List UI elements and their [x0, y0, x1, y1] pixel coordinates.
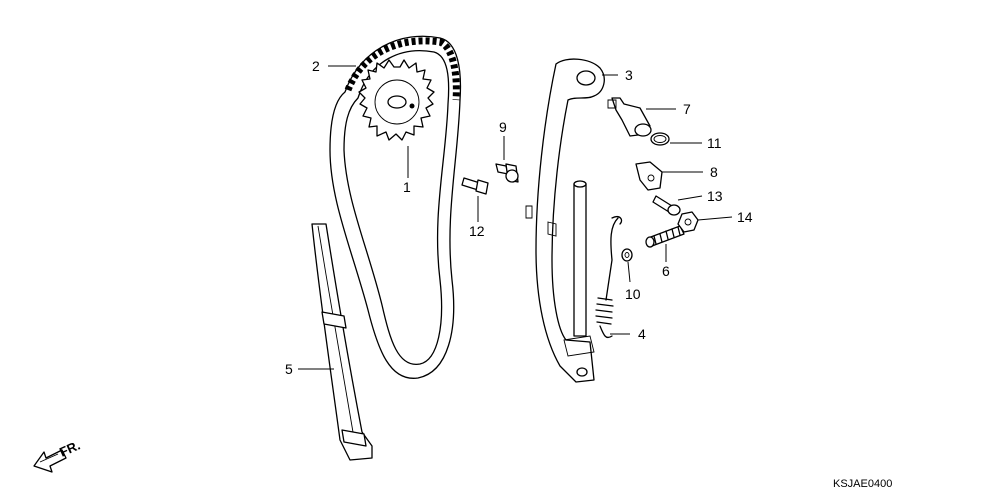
cam-sprocket-icon [358, 59, 435, 141]
callout-13: 13 [707, 188, 723, 204]
bolt-icon [461, 177, 489, 195]
cam-chain-icon [329, 35, 462, 379]
callout-3: 3 [625, 67, 633, 83]
diagram-reference-code: KSJAE0400 [833, 478, 892, 490]
front-marker-label: FR. [57, 438, 82, 460]
o-ring-icon [650, 132, 670, 146]
callout-6: 6 [662, 263, 670, 279]
tensioner-arm-icon [525, 58, 605, 383]
callout-8: 8 [710, 164, 718, 180]
tensioner-push-rod-icon [645, 225, 685, 248]
washer-icon [621, 248, 633, 262]
stopper-plate-icon [635, 161, 663, 191]
callout-4: 4 [638, 326, 646, 342]
callout-9: 9 [499, 119, 507, 135]
bolt-icon [495, 163, 519, 183]
tensioner-lifter-icon [607, 97, 652, 137]
callout-12: 12 [469, 223, 485, 239]
pivot-pin-icon [573, 180, 587, 337]
callout-11: 11 [707, 135, 722, 151]
tensioner-spring-icon [595, 216, 623, 339]
screw-icon [652, 195, 681, 216]
nut-icon [677, 211, 699, 233]
front-arrow-icon [33, 449, 67, 473]
leader-lines [298, 65, 733, 370]
callout-1: 1 [403, 179, 411, 195]
chain-guide-icon [311, 223, 373, 461]
callout-2: 2 [312, 58, 320, 74]
callout-14: 14 [737, 209, 753, 225]
callout-10: 10 [625, 286, 641, 302]
callout-7: 7 [683, 101, 691, 117]
callout-5: 5 [285, 361, 293, 377]
